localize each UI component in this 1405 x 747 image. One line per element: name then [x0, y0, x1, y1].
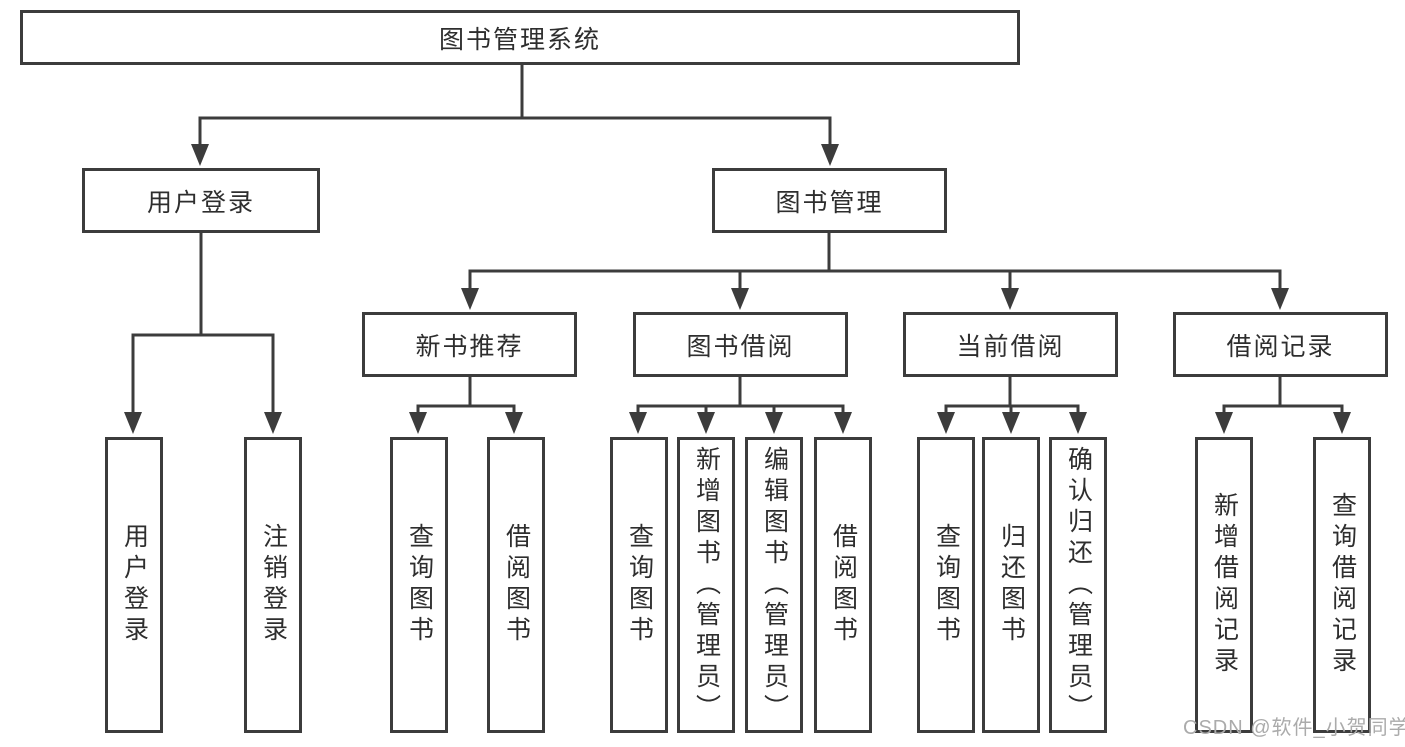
node-current-borrowing: 当前借阅: [903, 312, 1118, 377]
node-book-management: 图书管理: [712, 168, 947, 233]
leaf-confirm-return-admin: 确认归还（管理员）: [1049, 437, 1107, 733]
leaf-query-borrow-record: 查询借阅记录: [1313, 437, 1371, 733]
leaf-return-book: 归还图书: [982, 437, 1040, 733]
leaf-query-books-recommend: 查询图书: [390, 437, 448, 733]
leaf-edit-book-admin: 编辑图书（管理员）: [745, 437, 803, 733]
node-borrowing-records: 借阅记录: [1173, 312, 1388, 377]
leaf-borrow-books-borrowing: 借阅图书: [814, 437, 872, 733]
node-library-management-system: 图书管理系统: [20, 10, 1020, 65]
node-new-book-recommendation: 新书推荐: [362, 312, 577, 377]
leaf-logout: 注销登录: [244, 437, 302, 733]
leaf-borrow-books-recommend: 借阅图书: [487, 437, 545, 733]
node-book-borrowing: 图书借阅: [633, 312, 848, 377]
leaf-add-borrow-record: 新增借阅记录: [1195, 437, 1253, 733]
leaf-query-books-borrowing: 查询图书: [610, 437, 668, 733]
node-user-login: 用户登录: [82, 168, 320, 233]
leaf-user-login: 用户登录: [105, 437, 163, 733]
leaf-query-books-current: 查询图书: [917, 437, 975, 733]
csdn-watermark: CSDN @软件_小贺同学: [1183, 717, 1405, 739]
leaf-add-book-admin: 新增图书（管理员）: [677, 437, 735, 733]
